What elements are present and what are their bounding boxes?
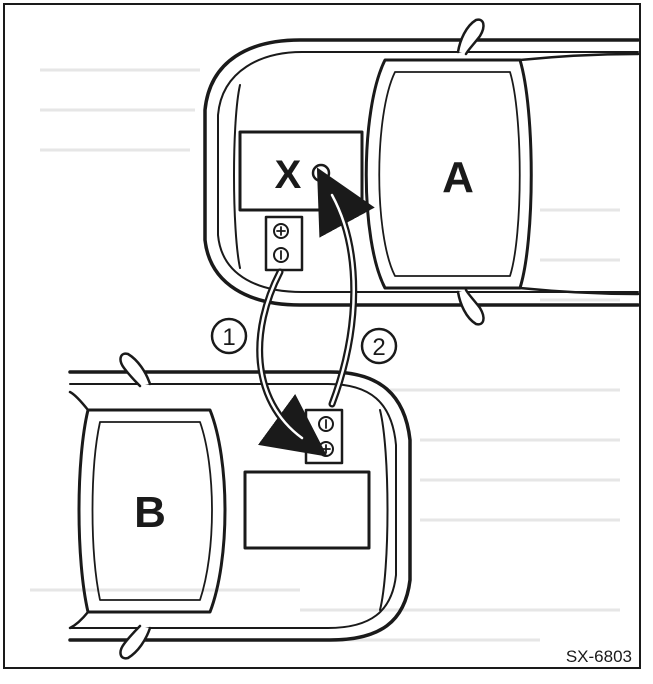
car-a-label: A: [442, 153, 474, 202]
step-2-circle: [360, 327, 398, 365]
step-2-number: 2: [372, 334, 385, 361]
car-a-mirror-bottom: [456, 288, 485, 326]
component-x-label: X: [275, 153, 302, 197]
step-1-number: 1: [222, 324, 235, 351]
car-b-body: [68, 370, 412, 642]
car-b-label: B: [134, 488, 166, 537]
car-b-mirror-bottom: [119, 624, 152, 660]
background-texture: [30, 68, 620, 642]
car-a-mirror-top: [456, 18, 485, 56]
figure-code: SX-6803: [566, 647, 632, 666]
car-a-body: [203, 38, 640, 307]
car-a-ground-point: [311, 163, 331, 183]
step-1-circle: [210, 317, 248, 355]
car-b-engine-box: [243, 470, 371, 550]
car-b-windshield: [77, 408, 227, 614]
figure-frame: [3, 3, 641, 669]
car-b-mirror-top: [119, 352, 152, 388]
